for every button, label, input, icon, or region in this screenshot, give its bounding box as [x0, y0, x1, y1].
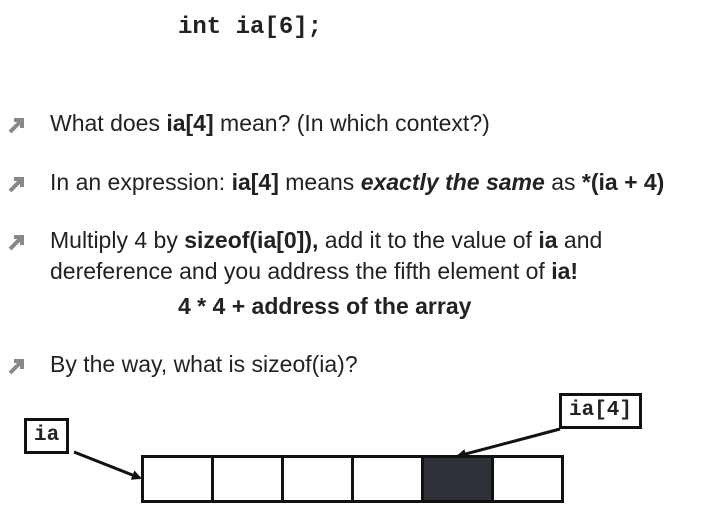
- code-term: sizeof(ia[0]),: [184, 227, 319, 253]
- array-cell: [214, 458, 284, 500]
- formula: 4 * 4 + address of the array: [178, 293, 472, 319]
- text: dereference and you address the fifth el…: [50, 258, 552, 284]
- arrow-bullet-icon: [8, 118, 24, 134]
- element-label: ia[4]: [559, 393, 643, 429]
- text: In an expression:: [50, 169, 232, 195]
- text: means: [278, 169, 361, 195]
- code-term: *(ia + 4): [581, 169, 665, 195]
- array-pointer-arrow: [73, 450, 142, 480]
- text: By the way, what is sizeof(ia)?: [50, 351, 358, 377]
- array-cell: [284, 458, 354, 500]
- text: add it to the value of: [318, 227, 539, 253]
- arrow-bullet-icon: [8, 177, 24, 193]
- array-cell: [424, 458, 494, 500]
- array-cell: [144, 458, 214, 500]
- array-diagram: [141, 455, 564, 503]
- array-cell: [354, 458, 424, 500]
- arrow-bullet-icon: [8, 235, 24, 251]
- code-term: ia[4]: [231, 169, 279, 195]
- text: Multiply 4 by: [50, 227, 185, 253]
- arrow-bullet-icon: [8, 359, 24, 375]
- code-term: ia[4]: [166, 110, 214, 136]
- array-cell: [494, 458, 561, 500]
- element-pointer-arrow: [456, 427, 561, 459]
- text: as: [544, 169, 582, 195]
- text: mean? (In which context?): [213, 110, 490, 136]
- code-term: ia!: [551, 258, 579, 284]
- emphasis-text: exactly the same: [360, 169, 545, 195]
- array-name-label: ia: [24, 418, 70, 454]
- array-declaration: int ia[6];: [178, 14, 323, 41]
- text: What does: [50, 110, 167, 136]
- code-term: ia: [538, 227, 558, 253]
- text: and: [557, 227, 603, 253]
